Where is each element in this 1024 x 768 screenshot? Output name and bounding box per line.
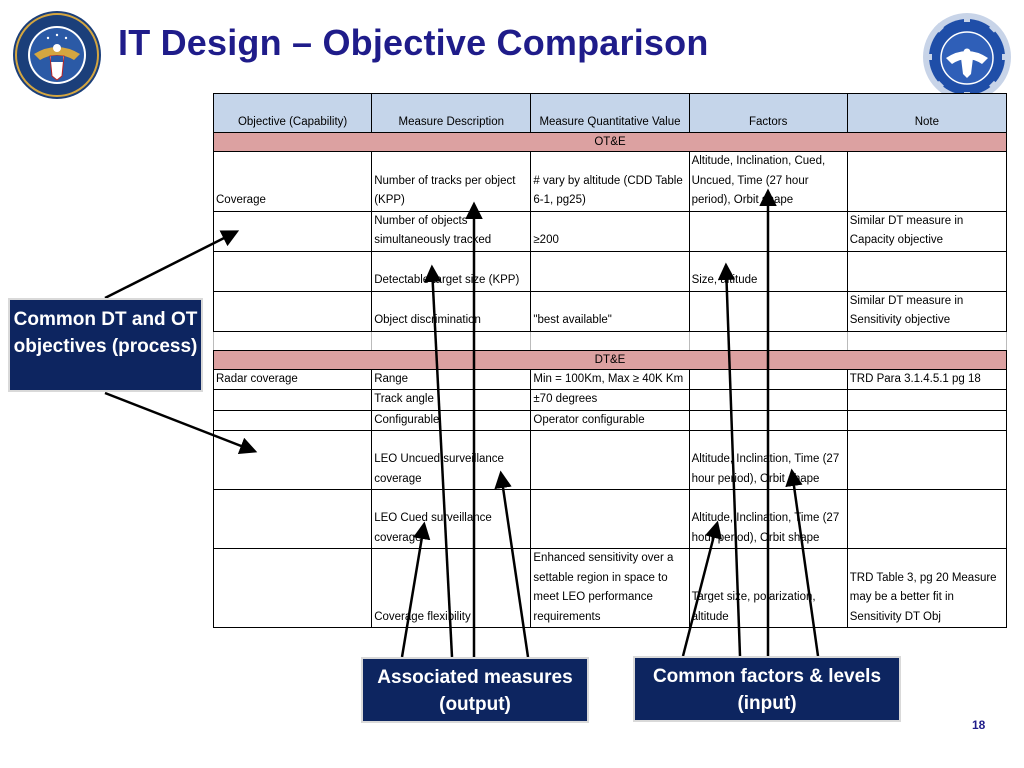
table-cell: [212, 430, 373, 490]
table-cell: Number of objects simultaneously tracked: [371, 210, 532, 252]
spacer-cell: [371, 330, 532, 351]
table-cell: Min = 100Km, Max ≥ 40K Km: [530, 368, 690, 390]
table-cell: TRD Table 3, pg 20 Measure may be a bett…: [846, 548, 1008, 628]
column-header: Note: [846, 93, 1008, 133]
table-row: LEO Uncued surveillance coverage Altitude…: [212, 430, 1008, 490]
table-cell: Number of tracks per object (KPP): [371, 151, 532, 212]
table-cell: Track angle: [371, 389, 532, 411]
table-cell: [212, 489, 373, 549]
table-cell: Range: [371, 368, 532, 390]
table-cell: [846, 409, 1008, 431]
table-cell: [846, 430, 1008, 490]
table-cell: LEO Uncued surveillance coverage: [371, 430, 532, 490]
table-cell: Object discrimination: [371, 290, 532, 332]
table-row: LEO Cued surveillance coverage Altitude, …: [212, 489, 1008, 549]
callout-common-dt-ot-objectives: Common DT and OT objectives (process): [8, 298, 203, 392]
table-cell: Radar coverage: [212, 368, 373, 390]
table-cell: [688, 210, 848, 252]
table-cell: # vary by altitude (CDD Table 6-1, pg25): [530, 151, 690, 212]
table-cell: Size, altitude: [688, 250, 848, 292]
table-cell: [688, 389, 848, 411]
slide-title: IT Design – Objective Comparison: [118, 22, 709, 63]
table-cell: Detectable target size (KPP): [371, 250, 532, 292]
table-cell: Enhanced sensitivity over a settable reg…: [530, 548, 690, 628]
table-cell: [846, 151, 1008, 212]
column-header: Factors: [688, 93, 848, 133]
table-cell: Coverage: [212, 151, 373, 212]
table-cell: Altitude, Inclination, Time (27 hour per…: [688, 430, 848, 490]
table-cell: [212, 250, 373, 292]
table-cell: [846, 489, 1008, 549]
table-cell: [212, 210, 373, 252]
table-cell: Altitude, Inclination, Cued, Uncued, Tim…: [688, 151, 848, 212]
table-cell: Similar DT measure in Capacity objective: [846, 210, 1008, 252]
spacer-cell: [688, 330, 848, 351]
table-cell: [846, 389, 1008, 411]
column-header: Measure Quantitative Value: [530, 93, 690, 133]
section-label: OT&E: [213, 132, 1007, 152]
table-cell: LEO Cued surveillance coverage: [371, 489, 532, 549]
table-cell: [212, 548, 373, 628]
spacer-row: [212, 330, 1008, 351]
department-of-defense-seal: [13, 11, 101, 99]
table-row: Number of objects simultaneously tracked…: [212, 210, 1008, 252]
table-cell: TRD Para 3.1.4.5.1 pg 18: [846, 368, 1008, 390]
table-cell: Coverage flexibility: [371, 548, 532, 628]
spacer-cell: [212, 330, 373, 351]
table-cell: Target size, polarization, altitude: [688, 548, 848, 628]
column-header: Objective (Capability): [212, 93, 373, 133]
table-row: Detectable target size (KPP) Size, altitu…: [212, 250, 1008, 292]
table-cell: Altitude, Inclination, Time (27 hour per…: [688, 489, 848, 549]
table-cell: [688, 290, 848, 332]
objective-comparison-table: Objective (Capability)Measure Descriptio…: [212, 93, 1008, 628]
table-cell: ≥200: [530, 210, 690, 252]
table-cell: Similar DT measure in Sensitivity object…: [846, 290, 1008, 332]
section-label: DT&E: [213, 349, 1007, 370]
table-header-row: Objective (Capability)Measure Descriptio…: [212, 93, 1008, 133]
section-row: DT&E: [213, 349, 1007, 370]
table-row: Object discrimination"best available" Sim…: [212, 290, 1008, 332]
table-cell: [212, 290, 373, 332]
table-cell: Configurable: [371, 409, 532, 431]
table-cell: "best available": [530, 290, 690, 332]
page-number: 18: [972, 718, 986, 732]
table-cell: [688, 368, 848, 390]
callout-common-factors-levels: Common factors & levels (input): [633, 656, 901, 722]
section-row: OT&E: [213, 132, 1007, 152]
column-header: Measure Description: [371, 93, 532, 133]
table-cell: Operator configurable: [530, 409, 690, 431]
table-cell: [530, 489, 690, 549]
table-cell: ±70 degrees: [530, 389, 690, 411]
table-cell: [688, 409, 848, 431]
table-row: Track angle±70 degrees: [212, 389, 1008, 411]
table-cell: [530, 250, 690, 292]
spacer-cell: [846, 330, 1008, 351]
table-cell: [212, 389, 373, 411]
callout-associated-measures: Associated measures (output): [361, 657, 589, 723]
table-cell: [530, 430, 690, 490]
gear-eagle-seal: [923, 13, 1011, 101]
spacer-cell: [530, 330, 690, 351]
table-cell: [846, 250, 1008, 292]
table-cell: [212, 409, 373, 431]
